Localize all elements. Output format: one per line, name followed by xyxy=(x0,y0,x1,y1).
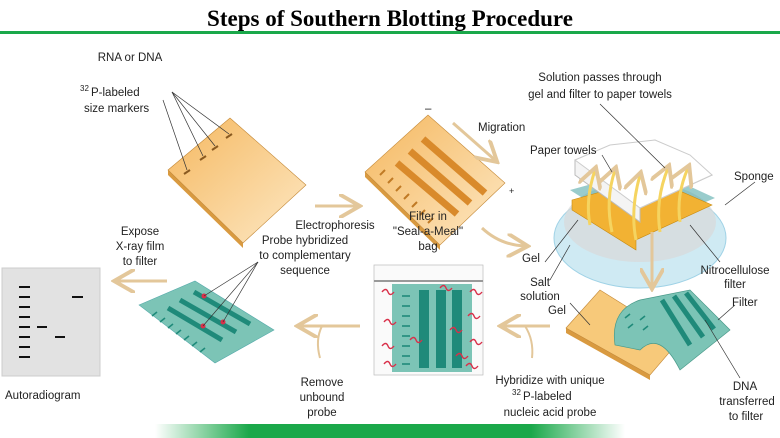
nitrocellulose-line1: Nitrocellulose xyxy=(700,265,769,277)
plus-electrode: + xyxy=(509,186,514,196)
solution-line2: gel and filter to paper towels xyxy=(528,89,672,101)
dna-line1: DNA xyxy=(733,381,758,393)
expose-line3: to filter xyxy=(123,256,158,268)
hybridize-sup: 32 xyxy=(512,388,521,397)
sponge-label: Sponge xyxy=(734,171,774,183)
title-underline xyxy=(0,31,780,34)
hybridize-line1: Hybridize with unique xyxy=(495,375,604,387)
markers-line2: size markers xyxy=(84,103,149,115)
bag-line3: bag xyxy=(418,241,437,253)
transfer-pointer-lines xyxy=(569,302,741,379)
bag-line1: Filter in xyxy=(409,211,447,223)
probe-line2: to complementary xyxy=(259,250,351,262)
hybridize-line3: nucleic acid probe xyxy=(504,407,597,419)
seal-a-meal-bag xyxy=(373,264,484,376)
hybridize-line2: P-labeled xyxy=(523,391,572,403)
autoradiogram-label: Autoradiogram xyxy=(5,390,80,402)
salt-line1: Salt xyxy=(530,277,551,289)
markers-line1: P-labeled xyxy=(91,87,140,99)
gel-filter-peel xyxy=(565,289,731,380)
markers-sup: 32 xyxy=(80,84,89,93)
expose-line2: X-ray film xyxy=(116,241,165,253)
bag-line2: "Seal-a-Meal" xyxy=(393,226,463,238)
paper-towels-label: Paper towels xyxy=(530,145,597,157)
probe-pointer-lines xyxy=(202,261,259,327)
migration-label: Migration xyxy=(478,122,525,134)
filter-label: Filter xyxy=(732,297,758,309)
salt-line2: solution xyxy=(520,291,560,303)
arrow-remove-branch xyxy=(316,325,323,359)
solution-line1: Solution passes through xyxy=(538,72,661,84)
remove-line2: unbound xyxy=(300,392,345,404)
dna-line2: transferred xyxy=(719,396,775,408)
probe-line3: sequence xyxy=(280,265,330,277)
minus-electrode: – xyxy=(425,103,432,115)
blotting-setup xyxy=(553,139,727,289)
dna-line3: to filter xyxy=(729,411,764,423)
sample-pointer-lines xyxy=(162,91,230,171)
gel-electrophoresed xyxy=(364,114,506,250)
remove-line1: Remove xyxy=(301,377,344,389)
nitrocellulose-line2: filter xyxy=(724,279,746,291)
electrophoresis-label: Electrophoresis xyxy=(295,220,375,232)
blot-pointer-lines xyxy=(544,103,756,281)
gel-transfer-label: Gel xyxy=(548,305,566,317)
remove-line3: probe xyxy=(307,407,336,419)
rna-dna-label: RNA or DNA xyxy=(98,52,163,64)
arrow-to-blot xyxy=(480,226,525,246)
gel-loaded xyxy=(167,117,307,248)
probe-line1: Probe hybridized xyxy=(262,235,348,247)
expose-line1: Expose xyxy=(121,226,159,238)
page-title: Steps of Southern Blotting Procedure xyxy=(207,6,573,31)
bottom-accent-bar xyxy=(155,424,625,438)
gel-dish-label: Gel xyxy=(522,253,540,265)
autoradiogram-film xyxy=(1,267,101,377)
arrow-migration xyxy=(452,121,495,160)
arrow-hybridize-branch xyxy=(524,325,534,359)
